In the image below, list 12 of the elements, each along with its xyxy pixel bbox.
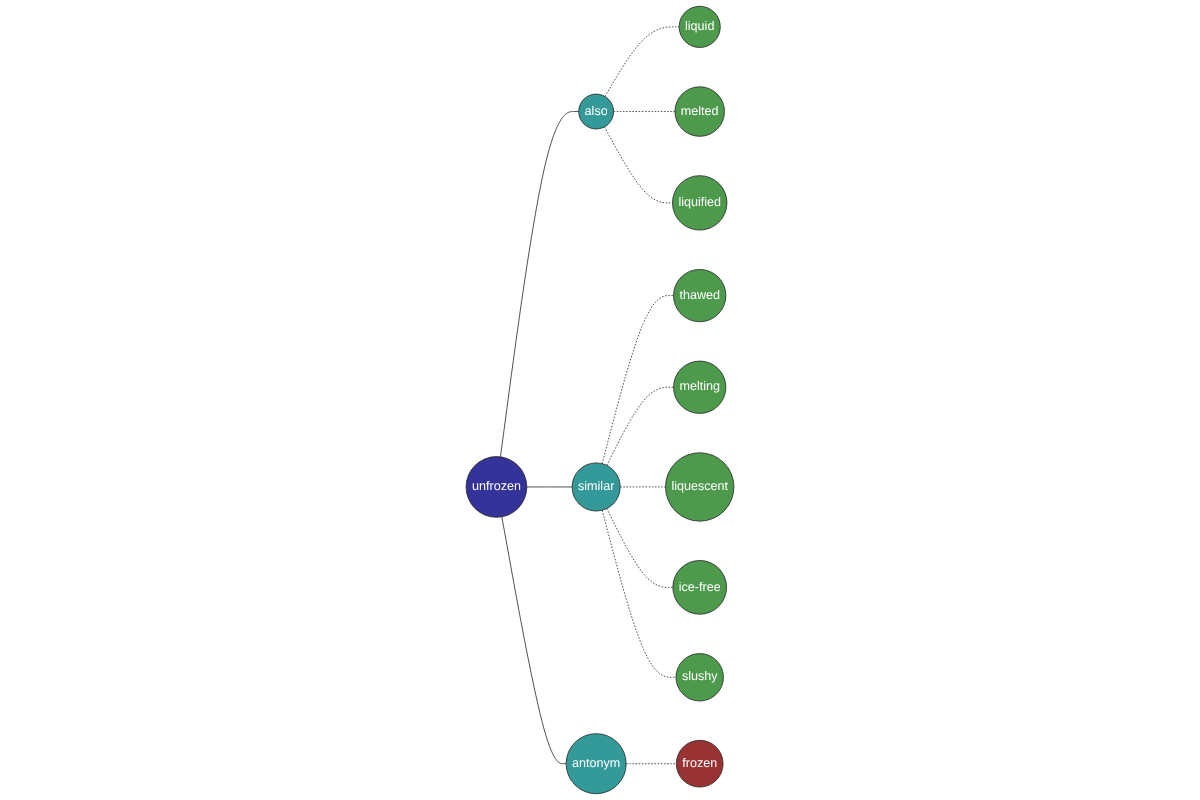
connector: [601, 295, 674, 465]
connector: [619, 486, 666, 488]
connector: [606, 386, 674, 466]
connector: [601, 509, 677, 678]
connector: [526, 486, 573, 488]
connector: [500, 111, 580, 458]
connector: [613, 111, 676, 112]
connector: [604, 126, 673, 204]
connector: [625, 763, 677, 765]
connector: [606, 508, 674, 588]
connector: [604, 26, 680, 97]
connector: [501, 516, 567, 765]
